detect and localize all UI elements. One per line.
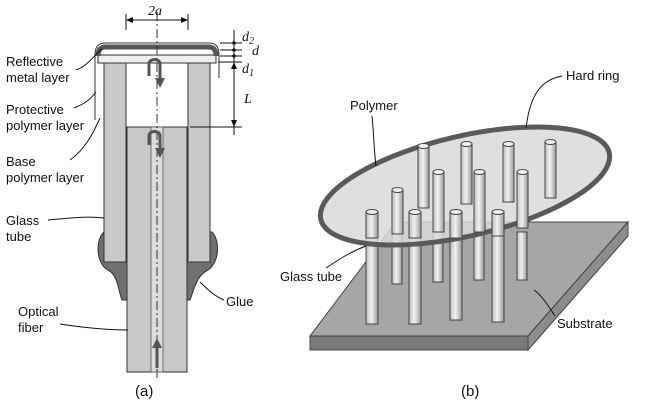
label-substrate: Substrate bbox=[557, 316, 613, 331]
label-base-2: polymer layer bbox=[6, 170, 85, 185]
label-glass-tube: Glass tube bbox=[280, 269, 342, 284]
substrate-front bbox=[309, 335, 529, 351]
substrate-side bbox=[527, 220, 629, 352]
dim-L-label: L bbox=[243, 92, 252, 107]
dim-dot-1 bbox=[232, 41, 236, 45]
label-optical-1: Optical bbox=[18, 304, 59, 319]
leader-glass bbox=[47, 216, 105, 221]
light-up-arrow-top bbox=[147, 58, 162, 80]
label-polymer: Polymer bbox=[350, 98, 398, 113]
leader-protective bbox=[73, 91, 97, 109]
dim-d1-label: d1 bbox=[242, 62, 254, 79]
label-glue: Glue bbox=[226, 294, 253, 309]
label-glass-2: tube bbox=[6, 229, 31, 244]
leader-polymer bbox=[371, 115, 377, 167]
dim-2a-arrow-left bbox=[126, 17, 133, 23]
dim-2a-arrow-right bbox=[181, 17, 188, 23]
label-reflective-2: metal layer bbox=[6, 70, 70, 85]
label-hard-ring: Hard ring bbox=[566, 68, 619, 83]
label-base-1: Base bbox=[6, 154, 36, 169]
label-glass-1: Glass bbox=[6, 213, 40, 228]
label-protective-1: Protective bbox=[6, 102, 64, 117]
leader-base bbox=[69, 117, 101, 161]
panel-a: 2a d2 d d1 L Reflective metal layer Prot… bbox=[6, 4, 260, 400]
light-input-arrowhead bbox=[152, 338, 162, 348]
glass-tube-right-wall bbox=[187, 61, 211, 263]
dim-dot-2 bbox=[232, 48, 236, 52]
pillars-lower bbox=[365, 231, 528, 325]
caption-a: (a) bbox=[135, 383, 153, 400]
leader-hard-ring bbox=[525, 75, 563, 129]
label-optical-2: fiber bbox=[18, 320, 44, 335]
dim-L-arrow-top bbox=[231, 62, 237, 69]
dim-L-arrow-bottom bbox=[231, 120, 237, 127]
light-down-arrowhead-mid bbox=[155, 148, 165, 158]
leader-glue bbox=[199, 281, 225, 301]
label-reflective-1: Reflective bbox=[6, 54, 63, 69]
leader-optical bbox=[59, 323, 129, 331]
light-up-arrow-mid bbox=[147, 130, 162, 150]
leader-glass-tube bbox=[325, 245, 367, 269]
light-down-arrowhead-top bbox=[155, 78, 165, 88]
panel-b: Polymer Hard ring Glass tube Substrate (… bbox=[280, 68, 630, 400]
caption-b: (b) bbox=[461, 383, 479, 400]
leader-substrate bbox=[533, 289, 556, 317]
dim-dot-3 bbox=[232, 54, 236, 58]
glass-tube-left-wall bbox=[103, 61, 127, 263]
dim-d2-label: d2 bbox=[242, 30, 254, 47]
leader-reflective bbox=[75, 48, 103, 71]
label-protective-2: polymer layer bbox=[6, 118, 85, 133]
dim-d-label: d bbox=[252, 44, 260, 59]
pillars-upper bbox=[365, 139, 557, 239]
dim-2a-label: 2a bbox=[148, 4, 162, 19]
